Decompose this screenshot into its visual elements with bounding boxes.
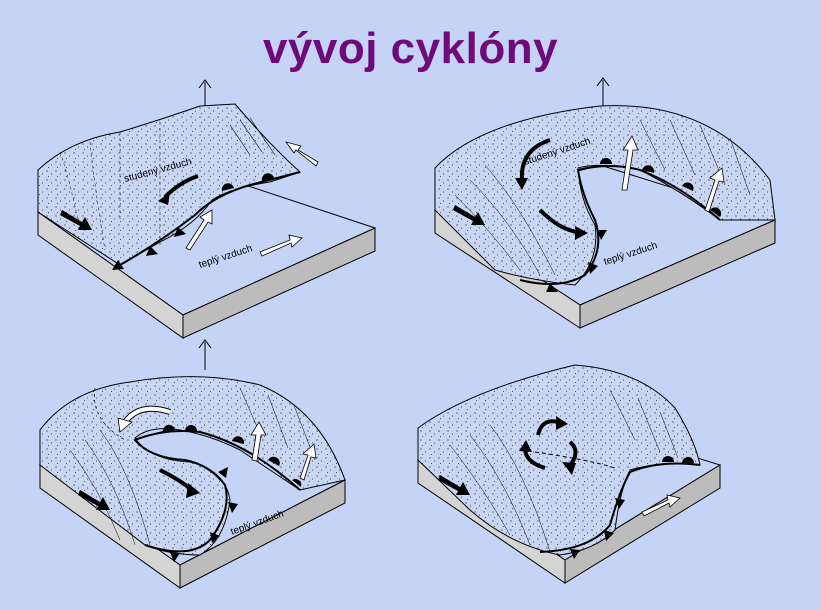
warm-flow-arrow xyxy=(259,234,303,257)
front-line xyxy=(519,165,721,285)
warm-front-symbol xyxy=(682,457,694,463)
cold-flow-arrow xyxy=(438,475,470,495)
cold-front-symbol xyxy=(570,549,580,559)
cold-air-mass xyxy=(37,103,301,266)
warm-front-symbol xyxy=(292,478,302,487)
warm-front-symbol xyxy=(642,165,655,173)
cyclone-stage-3: teplý vzduch xyxy=(0,330,410,610)
cold-front-symbol xyxy=(604,530,614,541)
cold-flow-arrow xyxy=(538,208,579,234)
warm-front-symbol xyxy=(682,182,694,191)
warm-front-symbol xyxy=(261,173,274,181)
cold-air-mass xyxy=(39,376,346,556)
cold-front-symbol xyxy=(228,502,238,513)
warm-front-symbol xyxy=(662,456,674,462)
vertical-axis-arrow xyxy=(198,339,212,370)
cyclone-stage-2: studený vzduch teplý vzduch xyxy=(410,70,820,350)
occlusion-line xyxy=(534,451,616,469)
cold-front-symbol xyxy=(218,467,228,478)
block-right-side xyxy=(579,219,776,329)
vortex-arrow xyxy=(536,419,559,436)
cold-front-symbol xyxy=(588,262,598,274)
occluded-front-symbol xyxy=(185,425,197,431)
warm-front-symbol xyxy=(600,158,612,164)
warm-front-symbol xyxy=(268,456,280,466)
front-line xyxy=(119,171,301,266)
warm-flow-arrow xyxy=(185,209,213,251)
cold-front-symbol xyxy=(210,532,220,543)
cold-flow-arrow xyxy=(60,210,92,230)
warm-front-symbol xyxy=(221,183,234,191)
cyclone-stage-1: studený vzduch teplý vzduch xyxy=(0,70,410,350)
block-right-side xyxy=(182,227,376,339)
cold-flow-arrow xyxy=(519,138,551,181)
cold-front-symbol xyxy=(174,227,186,237)
cold-flow-arrow xyxy=(78,490,110,510)
warm-flow-arrow xyxy=(250,421,267,462)
cyclone-stage-4 xyxy=(410,330,820,610)
warm-front-symbol xyxy=(710,207,722,217)
vertical-axis-arrow xyxy=(596,77,610,106)
cold-front-symbol xyxy=(146,246,158,256)
warm-flow-arrow xyxy=(299,443,317,481)
cold-front-symbol xyxy=(615,498,625,509)
cold-flow-arrow xyxy=(453,205,485,225)
warm-flow-arrow xyxy=(704,167,725,213)
cold-front-symbol xyxy=(546,283,558,292)
occluded-front-symbol xyxy=(162,424,175,432)
cold-front-symbol xyxy=(597,230,607,240)
page-title: vývoj cyklóny xyxy=(262,24,559,73)
stage-1-diagram: studený vzduch teplý vzduch xyxy=(36,79,377,339)
stage-3-diagram: teplý vzduch xyxy=(38,339,347,589)
cold-front-symbol xyxy=(170,552,180,562)
stage-4-diagram xyxy=(416,364,722,584)
warm-flow-arrow xyxy=(641,494,681,517)
front-line xyxy=(539,462,701,553)
stage-2-diagram: studený vzduch teplý vzduch xyxy=(433,77,777,329)
warm-flow-arrow xyxy=(621,135,639,191)
warm-front-symbol xyxy=(232,436,245,444)
front-line xyxy=(133,430,301,553)
vertical-axis-arrow xyxy=(198,79,212,106)
cold-front-symbol xyxy=(112,260,124,270)
block-right-side xyxy=(179,479,346,589)
warm-flow-arrow xyxy=(285,141,319,167)
